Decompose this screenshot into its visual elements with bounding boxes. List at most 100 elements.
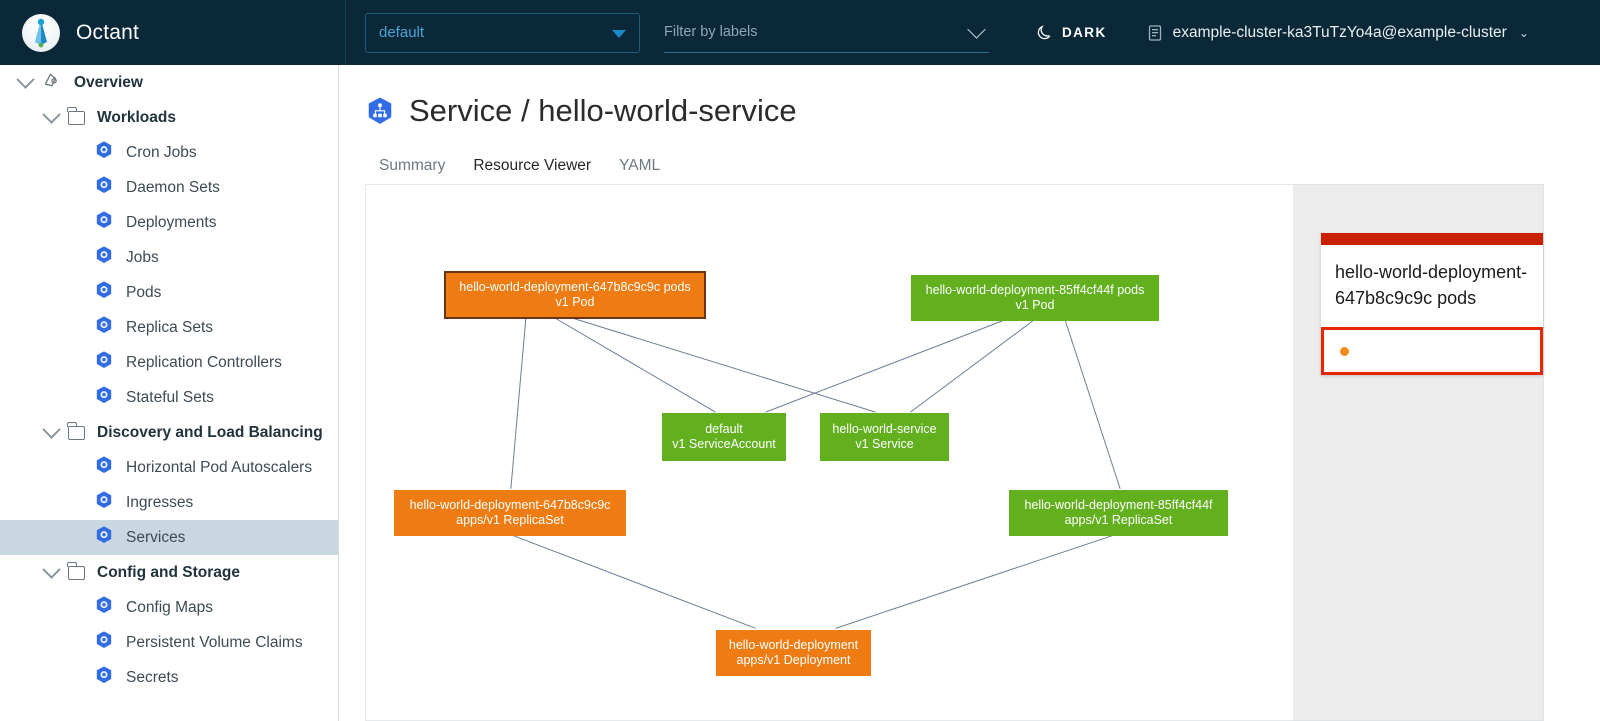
k8s-cronjob-icon bbox=[94, 140, 114, 165]
status-dot-icon bbox=[1340, 346, 1349, 356]
sidebar-item-label: Cron Jobs bbox=[126, 143, 197, 161]
graph-node-name: hello-world-deployment-85ff4cf44f pods bbox=[925, 283, 1145, 297]
brand[interactable]: Octant bbox=[0, 0, 346, 65]
cluster-name: example-cluster-ka3TuTzYo4a@example-clus… bbox=[1172, 23, 1507, 41]
chevron-down-icon[interactable] bbox=[34, 105, 68, 124]
cluster-selector[interactable]: example-cluster-ka3TuTzYo4a@example-clus… bbox=[1147, 24, 1529, 42]
sidebar-item-secrets[interactable]: Secrets bbox=[0, 660, 338, 695]
main-content: Service / hello-world-service Summary Res… bbox=[339, 65, 1600, 721]
k8s-configmap-icon bbox=[94, 595, 114, 620]
page-title-text: Service / hello-world-service bbox=[409, 93, 797, 128]
graph-node-name: hello-world-deployment-85ff4cf44f bbox=[1024, 498, 1213, 512]
tab-yaml[interactable]: YAML bbox=[619, 157, 661, 174]
k8s-job-icon bbox=[94, 245, 114, 270]
sidebar-item-deployments[interactable]: Deployments bbox=[0, 205, 338, 240]
k8s-service-icon bbox=[94, 525, 114, 550]
cluster-chevron-icon: ⌄ bbox=[1518, 25, 1529, 40]
graph-node-kind: apps/v1 Deployment bbox=[736, 653, 851, 667]
detail-card: hello-world-deployment-647b8c9c9c pods bbox=[1321, 233, 1543, 375]
sidebar-item-discovery-and-load-balancing[interactable]: Discovery and Load Balancing bbox=[0, 415, 338, 450]
k8s-daemonset-icon bbox=[94, 175, 114, 200]
sidebar-item-label: Services bbox=[126, 528, 186, 546]
tab-bar: Summary Resource Viewer YAML bbox=[365, 151, 1544, 188]
sidebar-item-label: Deployments bbox=[126, 213, 217, 231]
graph-node-name: default bbox=[705, 422, 743, 436]
k8s-deployment-icon bbox=[94, 210, 114, 235]
detail-card-accent-bar bbox=[1321, 233, 1543, 245]
graph-edge bbox=[910, 320, 1034, 413]
tab-summary[interactable]: Summary bbox=[379, 157, 446, 174]
sidebar-item-daemon-sets[interactable]: Daemon Sets bbox=[0, 170, 338, 205]
chevron-down-icon[interactable] bbox=[34, 560, 68, 579]
graph-node-name: hello-world-deployment-647b8c9c9c pods bbox=[459, 280, 691, 294]
sidebar-item-replica-sets[interactable]: Replica Sets bbox=[0, 310, 338, 345]
sidebar-item-label: Overview bbox=[74, 73, 143, 91]
graph-edge bbox=[1064, 320, 1121, 490]
sidebar-item-label: Jobs bbox=[126, 248, 159, 266]
octant-logo-icon bbox=[22, 13, 60, 52]
sidebar-item-services[interactable]: Services bbox=[0, 520, 338, 555]
k8s-replicaset-icon bbox=[94, 315, 114, 340]
sidebar-item-overview[interactable]: Overview bbox=[0, 65, 338, 100]
sidebar-item-label: Replication Controllers bbox=[126, 353, 282, 371]
detail-card-status-row[interactable] bbox=[1321, 327, 1543, 375]
sidebar-item-config-and-storage[interactable]: Config and Storage bbox=[0, 555, 338, 590]
sidebar-item-label: Daemon Sets bbox=[126, 178, 220, 196]
sidebar-item-label: Replica Sets bbox=[126, 318, 214, 336]
folder-icon bbox=[67, 106, 85, 125]
cluster-icon bbox=[1148, 24, 1161, 41]
sidebar-item-label: Stateful Sets bbox=[126, 388, 214, 406]
label-filter-placeholder: Filter by labels bbox=[664, 24, 758, 40]
app-header: Octant default Filter by labels DARK exa… bbox=[0, 0, 1600, 65]
graph-edge bbox=[765, 320, 1004, 413]
chevron-down-icon[interactable] bbox=[34, 420, 68, 439]
sidebar-item-cron-jobs[interactable]: Cron Jobs bbox=[0, 135, 338, 170]
label-filter[interactable]: Filter by labels bbox=[664, 13, 989, 53]
graph-edge bbox=[510, 318, 527, 489]
sidebar-item-pods[interactable]: Pods bbox=[0, 275, 338, 310]
sidebar-item-jobs[interactable]: Jobs bbox=[0, 240, 338, 275]
sidebar-item-ingresses[interactable]: Ingresses bbox=[0, 485, 338, 520]
graph-node-name: hello-world-deployment-647b8c9c9c bbox=[409, 498, 611, 512]
sidebar-item-config-maps[interactable]: Config Maps bbox=[0, 590, 338, 625]
sidebar-item-workloads[interactable]: Workloads bbox=[0, 100, 338, 135]
graph-edge bbox=[510, 534, 756, 629]
k8s-pvc-icon bbox=[94, 630, 114, 655]
sidebar-item-label: Ingresses bbox=[126, 493, 194, 511]
detail-panel: hello-world-deployment-647b8c9c9c pods bbox=[1293, 184, 1544, 721]
sidebar-item-label: Horizontal Pod Autoscalers bbox=[126, 458, 313, 476]
page-head: Service / hello-world-service bbox=[339, 65, 1600, 129]
folder-icon bbox=[67, 561, 85, 580]
sidebar-item-persistent-volume-claims[interactable]: Persistent Volume Claims bbox=[0, 625, 338, 660]
tab-resource-viewer[interactable]: Resource Viewer bbox=[459, 151, 606, 188]
graph-canvas[interactable]: hello-world-deployment-647b8c9c9c pods v1… bbox=[365, 184, 1293, 721]
k8s-replicationcontroller-icon bbox=[94, 350, 114, 375]
namespace-selector[interactable]: default bbox=[365, 12, 640, 53]
k8s-ingress-icon bbox=[94, 490, 114, 515]
brand-name: Octant bbox=[76, 20, 140, 44]
folder-icon bbox=[67, 421, 85, 440]
namespace-value: default bbox=[379, 24, 425, 41]
graph-node-kind: v1 Pod bbox=[1015, 298, 1055, 312]
chevron-down-icon[interactable] bbox=[967, 19, 986, 39]
graph-edge bbox=[573, 318, 876, 413]
sidebar-item-replication-controllers[interactable]: Replication Controllers bbox=[0, 345, 338, 380]
graph-edge bbox=[835, 534, 1116, 629]
sidebar-item-label: Config Maps bbox=[126, 598, 214, 616]
chevron-down-icon[interactable] bbox=[8, 70, 42, 89]
k8s-secret-icon bbox=[94, 665, 114, 690]
sidebar-item-label: Workloads bbox=[97, 108, 176, 126]
sidebar-item-stateful-sets[interactable]: Stateful Sets bbox=[0, 380, 338, 415]
theme-toggle[interactable]: DARK bbox=[1036, 24, 1107, 41]
sidebar-item-horizontal-pod-autoscalers[interactable]: Horizontal Pod Autoscalers bbox=[0, 450, 338, 485]
graph-node-kind: v1 Service bbox=[855, 437, 914, 451]
